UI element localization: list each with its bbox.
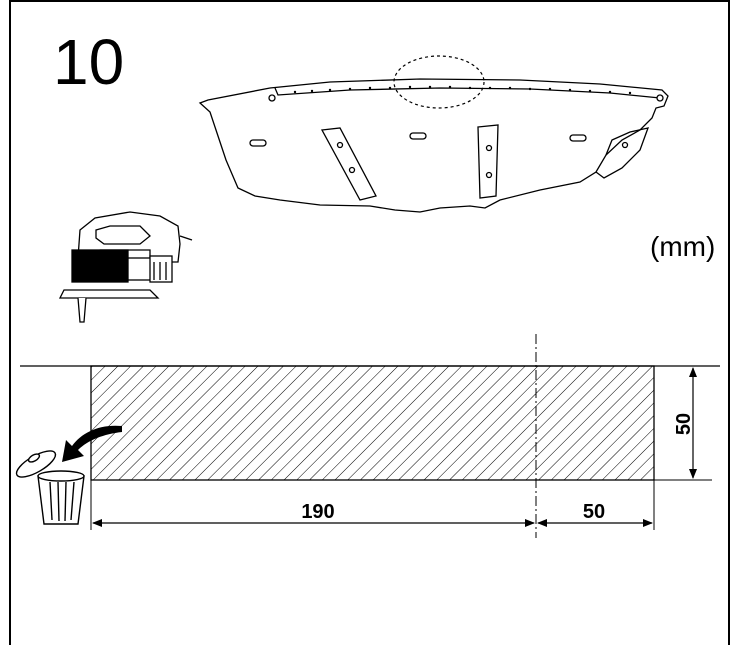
length-extra-dimension-label: 50 <box>583 501 605 523</box>
discard-arrow-icon <box>62 425 122 462</box>
jigsaw-icon <box>58 211 193 323</box>
height-dimension-label: 50 <box>673 413 695 435</box>
cut-marks <box>293 85 632 95</box>
step-number: 10 <box>53 26 125 98</box>
unit-label: (mm) <box>650 231 716 262</box>
cut-region <box>90 365 655 481</box>
instruction-frame <box>9 0 730 645</box>
cut-area-highlight <box>393 55 485 109</box>
length-main-dimension-label: 190 <box>301 501 334 523</box>
undertray-panel-icon <box>198 78 669 213</box>
trash-bin-icon <box>15 450 85 525</box>
